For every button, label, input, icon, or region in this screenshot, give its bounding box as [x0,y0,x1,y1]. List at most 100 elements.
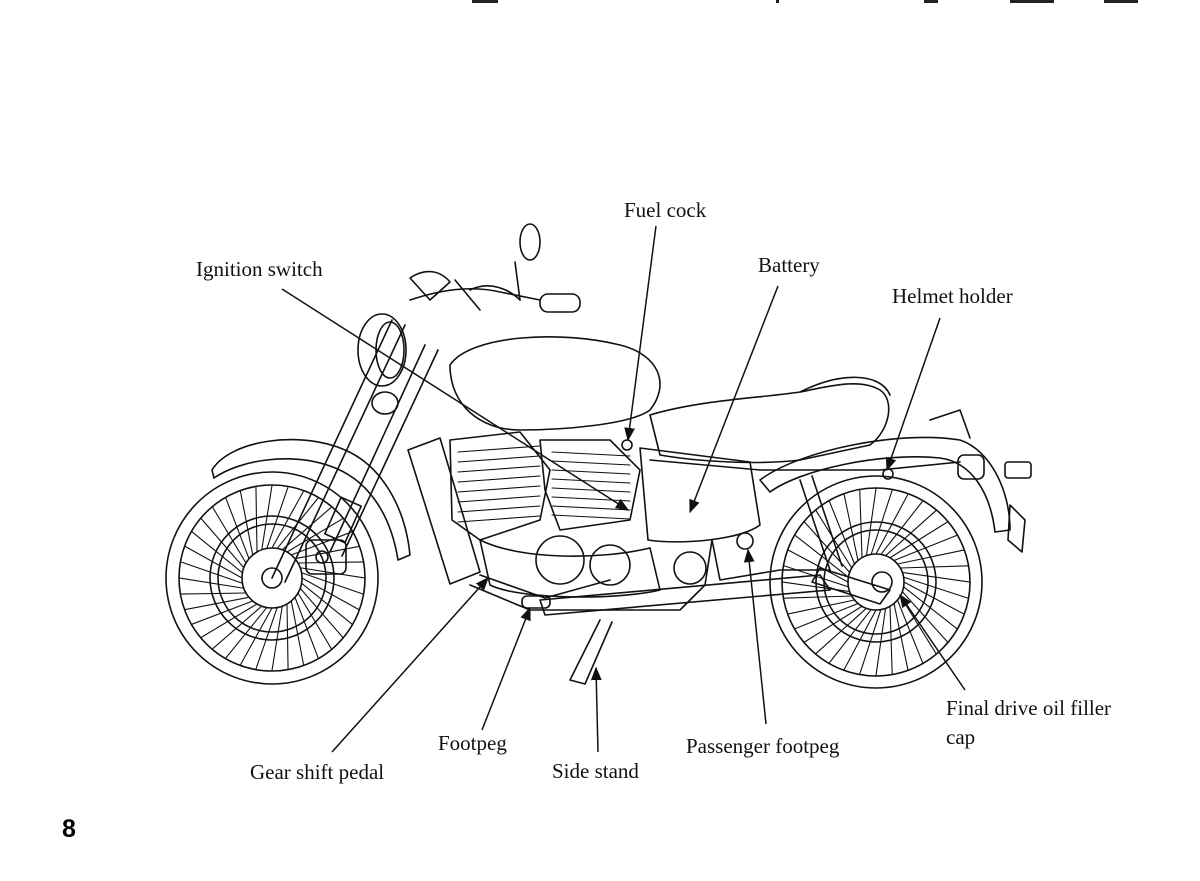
callout-passenger-footpeg: Passenger footpeg [686,734,840,758]
top-edge-mark [472,0,498,3]
spoke [239,490,254,556]
frame [469,459,961,611]
spoke [828,499,856,565]
spoke [859,488,863,559]
spoke [843,609,877,671]
spoke [299,567,366,579]
spoke [184,545,243,579]
helmet-holder-part [882,468,894,480]
tail-light [957,454,985,480]
top-edge-mark [924,0,938,3]
handlebar [409,287,541,301]
spoke [261,484,273,551]
brake-caliper [305,539,347,575]
page-number: 8 [62,815,76,843]
callout-gear-shift-pedal: Gear shift pedal [250,760,385,784]
passenger-footpeg-part [736,532,754,550]
exhaust [539,574,831,616]
cylinder-fin [551,451,631,457]
top-edge-mark [1104,0,1138,3]
spoke [286,603,289,671]
leader-fuel-cock [624,225,657,442]
cylinder-fin [457,475,541,483]
footpeg-part [521,595,551,609]
front-fender [211,438,411,561]
leader-lines [281,225,966,753]
spoke [787,599,856,615]
spoke [794,534,849,578]
spoke [814,607,867,655]
spoke [782,595,853,599]
leader-final-drive [899,593,966,691]
leader-gear-shift-pedal [331,576,489,753]
spoke [875,607,887,677]
spoke [225,496,250,560]
seat [649,382,890,464]
spoke [286,517,344,553]
leader-ignition-switch [281,288,630,511]
spoke [290,600,305,666]
cylinder-fin [551,469,631,475]
spoke [297,592,333,650]
spoke [803,605,863,643]
rear-wheel [769,475,983,689]
spoke [239,607,273,666]
cylinder-fin [457,485,541,493]
callout-battery: Battery [758,253,820,277]
spoke [184,596,250,611]
spoke [281,506,333,551]
cylinder-fin [551,505,631,511]
cylinder-fin [457,505,541,513]
spoke [255,606,278,671]
spoke [179,561,244,584]
cylinder-fin [551,514,631,520]
spoke [190,530,244,574]
cylinder-fin [551,487,631,493]
leader-side-stand [590,666,602,753]
cylinder-fin [457,455,541,463]
spoke [903,586,958,630]
front-wheel [165,471,379,685]
battery-cover [639,447,761,543]
cylinder-fin [457,495,541,503]
spoke [266,485,289,550]
spoke [880,500,924,555]
spoke [300,572,365,595]
spoke [896,599,924,665]
cylinder-fin [551,496,631,502]
cylinder-fin [457,445,541,453]
headlight [357,313,407,387]
rear-shock [799,479,831,571]
callout-side-stand: Side stand [552,759,639,783]
top-edge-mark [776,0,779,3]
top-edge-mark [1010,0,1054,3]
spoke [179,592,247,595]
spoke [190,600,254,625]
callout-final-drive-oil-filler-cap: Final drive oil filler cap [946,696,1112,750]
spoke [903,581,965,615]
cylinder-fin [457,465,541,473]
spoke [889,605,893,676]
spoke [178,577,245,589]
side-stand-part [569,619,613,685]
spoke [899,565,970,569]
leader-passenger-footpeg [743,548,767,725]
spoke [211,506,247,564]
mirror [514,261,521,301]
callout-fuel-cock: Fuel cock [624,198,707,222]
spoke [793,602,859,630]
front-cover [407,437,481,585]
fuel-cock-part [621,439,633,451]
cylinder-fin [551,460,631,466]
spoke [271,490,305,549]
fuel-tank [449,336,661,431]
spoke [299,587,344,639]
spoke [301,577,360,611]
cylinder-fin [551,478,631,484]
spoke [294,596,319,660]
spoke [290,531,354,556]
callout-ignition-switch: Ignition switch [196,257,323,281]
spoke [255,485,258,553]
spoke [875,493,909,555]
